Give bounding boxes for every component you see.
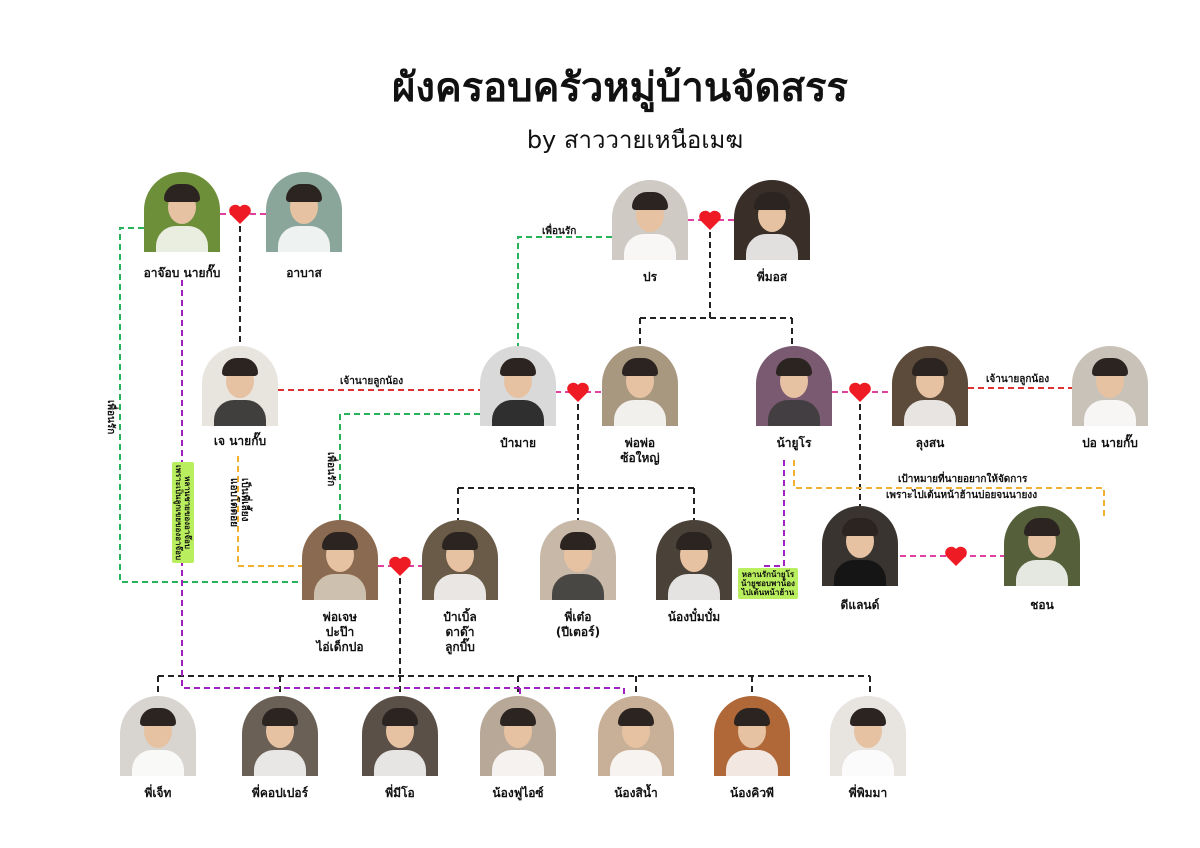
edge-label-master-right: เจ้านายลูกน้อง <box>986 374 1050 385</box>
note-nephew: หลานรักน้ายูโร น้ายูชอบพาน้อง ไปเต้นหน้า… <box>738 568 798 599</box>
name-pimio: พี่มีโอ <box>385 786 415 800</box>
name-pipimma: พี่พิมมา <box>848 786 888 800</box>
target-line-nayuro-dland <box>793 460 1105 520</box>
photo-jay <box>202 346 278 426</box>
heart-icon <box>849 382 871 402</box>
edge-label-friend-mid: เพื่อนรัก <box>325 452 336 487</box>
name-pabel: ป๋าเบิ้ล ดาด๊า ลูกบิ๊บ <box>443 610 477 654</box>
name-porjet: พ่อเจษ ปะป๊า ไอ่เด็กปอ <box>316 610 364 654</box>
name-nayuro: น้ายูโร <box>776 436 812 450</box>
name-jay: เจ นายกั๊บ <box>213 434 267 448</box>
heart-icon <box>699 210 721 230</box>
heart-icon <box>389 556 411 576</box>
photo-pito <box>540 520 616 600</box>
photo-pimio <box>362 696 438 776</box>
name-pamai: ป๋ามาย <box>499 436 537 450</box>
name-nongqp: น้องคิวพี <box>730 786 774 800</box>
photo-porjet <box>302 520 378 600</box>
heart-icon <box>229 204 251 224</box>
name-ajon: อาจ๊อบ นายกั๊บ <box>143 266 221 280</box>
edge-label-friend-left: เพื่อนรัก <box>105 400 116 435</box>
photo-nongsinam <box>598 696 674 776</box>
descent-line-porjet-children <box>157 578 871 696</box>
photo-pimos <box>734 180 810 260</box>
photo-pon <box>612 180 688 260</box>
photo-por <box>1072 346 1148 426</box>
photo-pijet <box>120 696 196 776</box>
photo-porpor <box>602 346 678 426</box>
name-nongbum: น้องบั๋มบั๋ม <box>667 610 721 624</box>
name-por: ปอ นายกั๊บ <box>1082 436 1138 450</box>
photo-pipimma <box>830 696 906 776</box>
photo-pamai <box>480 346 556 426</box>
photo-nongfuis <box>480 696 556 776</box>
heart-icon <box>567 382 589 402</box>
photo-picopper <box>242 696 318 776</box>
photo-lungson <box>892 346 968 426</box>
name-lungson: ลุงสน <box>915 436 945 450</box>
photo-chon <box>1004 506 1080 586</box>
name-pimos: พี่มอส <box>756 270 788 284</box>
descent-line-pamai-children <box>457 404 695 520</box>
edge-label-target-1: เป้าหมายที่นายอยากให้จัดการ <box>898 474 1028 485</box>
chart-subtitle: by สาววายเหนือเมฆ <box>526 126 744 154</box>
name-abas: อาบาส <box>286 266 322 280</box>
photo-abas <box>266 172 342 252</box>
friend-line-pon-pamai <box>517 236 612 346</box>
name-nongsinam: น้องสิน้ำ <box>614 786 658 800</box>
name-porpor: พ่อพ่อ ซ้อใหญ่ <box>620 436 660 465</box>
descent-line-pon-children <box>639 232 793 346</box>
edge-label-master-left: เจ้านายลูกน้อง <box>340 376 404 387</box>
name-pon: ปร <box>642 270 658 284</box>
nanny-line-jay-porjet <box>237 456 302 567</box>
name-nongfuis: น้องฟูไอซ์ <box>492 786 544 800</box>
name-picopper: พี่คอปเปอร์ <box>251 786 309 800</box>
heart-icon <box>945 546 967 566</box>
chart-title: ผังครอบครัวหมู่บ้านจัดสรร <box>391 65 849 111</box>
photo-pabel <box>422 520 498 600</box>
name-pito: พี่เต๋อ (ปีเตอร์) <box>555 610 601 639</box>
edge-label-target-2: เพราะไปเต้นหน้าฮ้านบ่อยจนนายงง <box>886 490 1038 501</box>
uncle-line-nayuro-nongbum <box>762 460 785 567</box>
photo-nongbum <box>656 520 732 600</box>
photo-nongqp <box>714 696 790 776</box>
edge-label-jay-note: เป็นพี่เลี้ยง แอบโตตอย <box>228 478 250 528</box>
name-chon: ชอน <box>1030 598 1054 612</box>
edge-label-friend-top: เพื่อนรัก <box>542 226 577 237</box>
friend-line-ajon-porjet <box>119 227 302 583</box>
photo-ajon <box>144 172 220 252</box>
name-pijet: พี่เจ็ท <box>144 786 172 800</box>
photo-nayuro <box>756 346 832 426</box>
photo-dland <box>822 506 898 586</box>
name-dland: ดีแลนด์ <box>840 598 880 612</box>
note-purple: หลานชายของอาจ๊อบ เพราะเป็นลูกเขยของอาจ๊อ… <box>172 462 194 564</box>
friend-line-pamai-porjet <box>339 413 480 520</box>
